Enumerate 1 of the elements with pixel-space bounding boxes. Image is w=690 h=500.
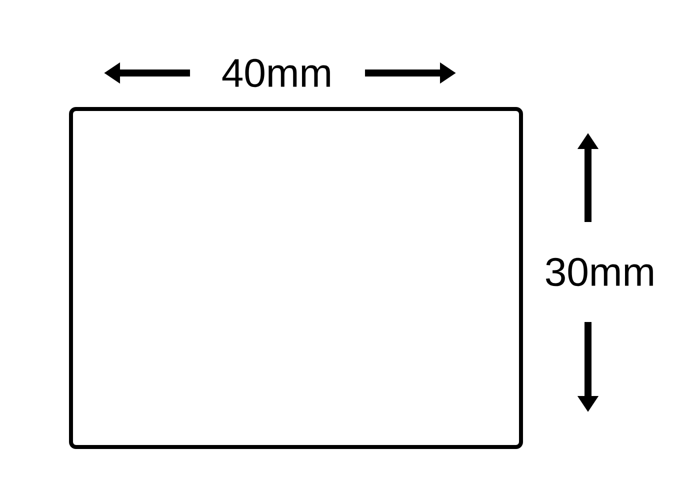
rectangle-shape — [69, 107, 523, 449]
